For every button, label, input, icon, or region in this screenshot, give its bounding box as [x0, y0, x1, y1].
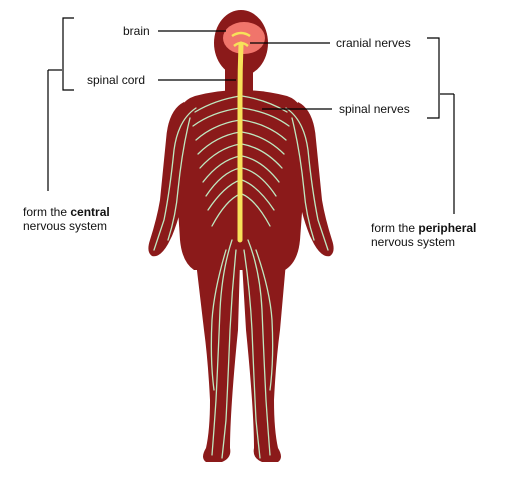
spinal-cord-label: spinal cord [87, 73, 146, 87]
brain-shape [223, 22, 265, 54]
peripheral-note-line2: nervous system [371, 235, 456, 249]
spinal-nerves-label: spinal nerves [339, 102, 410, 116]
central-note-line2: nervous system [23, 219, 108, 233]
spinal-cord-shape [237, 41, 244, 243]
peripheral-bracket [427, 37, 455, 214]
cranial-nerves-label: cranial nerves [336, 36, 411, 50]
central-nervous-system-note: form the central nervous system [23, 205, 153, 233]
brain-label: brain [123, 24, 150, 38]
peripheral-note-prefix: form the [371, 221, 419, 235]
peripheral-nerves [153, 95, 329, 459]
peripheral-note-bold: peripheral [418, 221, 477, 235]
leader-lines [158, 30, 332, 110]
peripheral-nervous-system-note: form the peripheral nervous system [371, 221, 506, 249]
central-bracket [47, 17, 74, 191]
central-note-bold: central [70, 205, 110, 219]
cranial-nerves-shape [231, 31, 251, 47]
central-note-prefix: form the [23, 205, 71, 219]
